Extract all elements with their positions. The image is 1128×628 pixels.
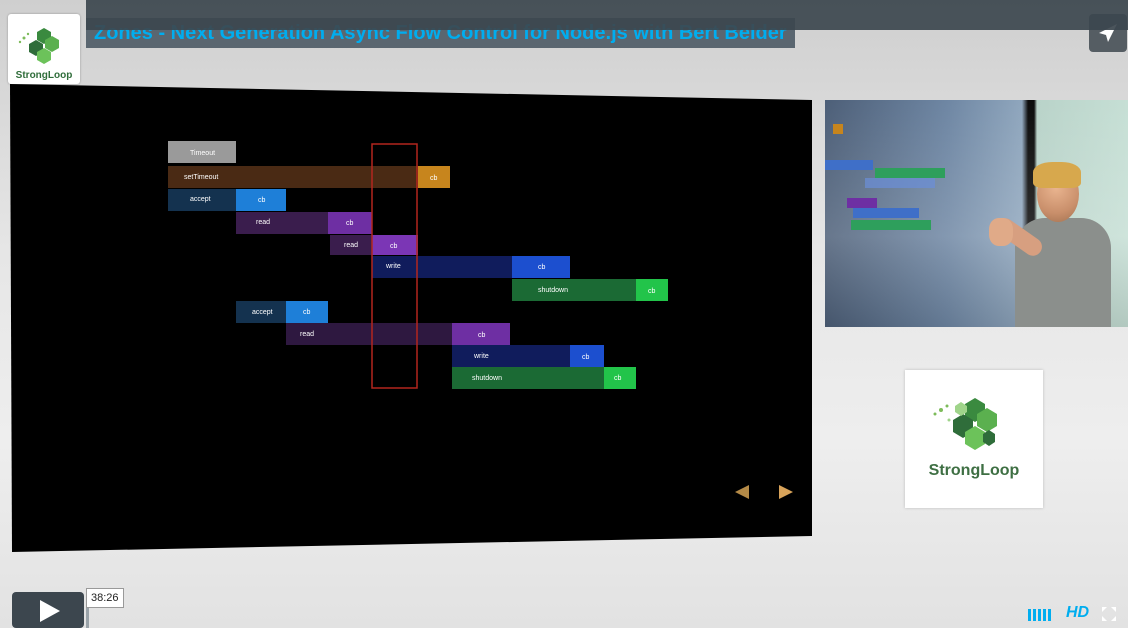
timeline-cb-read-1 <box>328 212 372 234</box>
cb-label: cb <box>582 354 590 361</box>
cb-label: cb <box>346 220 354 227</box>
cb-label: cb <box>478 332 486 339</box>
timeline-cb-shutdown-1 <box>636 279 668 301</box>
slide-background <box>10 84 812 552</box>
timeline-cb-read-2 <box>372 235 418 255</box>
cb-label: cb <box>303 309 311 316</box>
bar-label: setTimeout <box>184 174 218 181</box>
volume-icon[interactable] <box>1028 609 1056 621</box>
cb-label: cb <box>258 197 266 204</box>
highlight-box <box>371 143 418 389</box>
logo-wordmark: StrongLoop <box>928 462 1020 479</box>
fullscreen-icon[interactable] <box>1101 606 1117 622</box>
speaker-hair <box>1033 162 1081 188</box>
cb-label: cb <box>648 288 656 295</box>
bar-label: read <box>344 242 358 249</box>
hd-button[interactable]: HD <box>1066 604 1090 621</box>
bar-label: read <box>256 219 270 226</box>
projected-bar <box>833 124 843 134</box>
timeline-bar-read-2 <box>330 235 372 255</box>
control-bar <box>86 0 1128 30</box>
bar-label: shutdown <box>472 375 502 382</box>
cb-label: cb <box>614 375 622 382</box>
projected-bar <box>853 208 919 218</box>
speaker-hand <box>989 218 1013 246</box>
prev-slide-icon[interactable] <box>734 484 750 500</box>
projected-bar <box>825 160 873 170</box>
bar-label: write <box>385 263 401 270</box>
timeline-bar-write-1 <box>372 256 512 278</box>
play-icon <box>40 600 60 622</box>
strongloop-logo[interactable]: StrongLoop <box>8 14 80 84</box>
timeline-bar-read-1 <box>236 212 328 234</box>
timeline-cb-write-2 <box>570 345 604 367</box>
speaker-camera-view <box>825 100 1128 327</box>
projected-bar <box>875 168 945 178</box>
timeline-bar-settimeout <box>168 166 418 188</box>
projected-bar <box>851 220 931 230</box>
cb-label: cb <box>538 264 546 271</box>
timeline-cb-settimeout <box>418 166 450 188</box>
timeline-cb-read-3 <box>452 323 510 345</box>
timeline-cb-write-1 <box>512 256 570 278</box>
progress-played <box>86 598 89 628</box>
bar-label: accept <box>190 196 211 203</box>
timeline-bar-timeout <box>168 141 236 163</box>
logo-wordmark: StrongLoop <box>15 70 73 81</box>
timeline-bar-shutdown-2 <box>452 367 604 389</box>
next-slide-icon[interactable] <box>778 484 794 500</box>
timeline-cb-accept-2 <box>286 301 328 323</box>
bar-label: Timeout <box>190 150 215 157</box>
bar-label: write <box>473 353 489 360</box>
bar-label: read <box>300 331 314 338</box>
timeline-bar-accept-1 <box>168 189 236 211</box>
time-tooltip: 38:26 <box>86 588 124 608</box>
timeline-diagram: Timeout setTimeout cb accept cb read cb … <box>168 141 668 389</box>
timeline-cb-shutdown-2 <box>604 367 636 389</box>
strongloop-logo-large: StrongLoop <box>905 370 1043 508</box>
strongloop-hex-icon <box>933 398 997 450</box>
bar-label: accept <box>252 309 273 316</box>
timeline-cb-accept-1 <box>236 189 286 211</box>
strongloop-hex-icon <box>18 28 59 64</box>
timeline-bar-shutdown-1 <box>512 279 636 301</box>
progress-bar[interactable] <box>86 598 1022 628</box>
play-button[interactable] <box>12 592 84 628</box>
projected-bar <box>865 178 935 188</box>
timeline-bar-write-2 <box>452 345 570 367</box>
cb-label: cb <box>430 175 438 182</box>
bar-label: shutdown <box>538 287 568 294</box>
cb-label: cb <box>390 243 398 250</box>
timeline-bar-read-3 <box>286 323 452 345</box>
projected-bar <box>847 198 877 208</box>
timeline-bar-accept-2 <box>236 301 286 323</box>
